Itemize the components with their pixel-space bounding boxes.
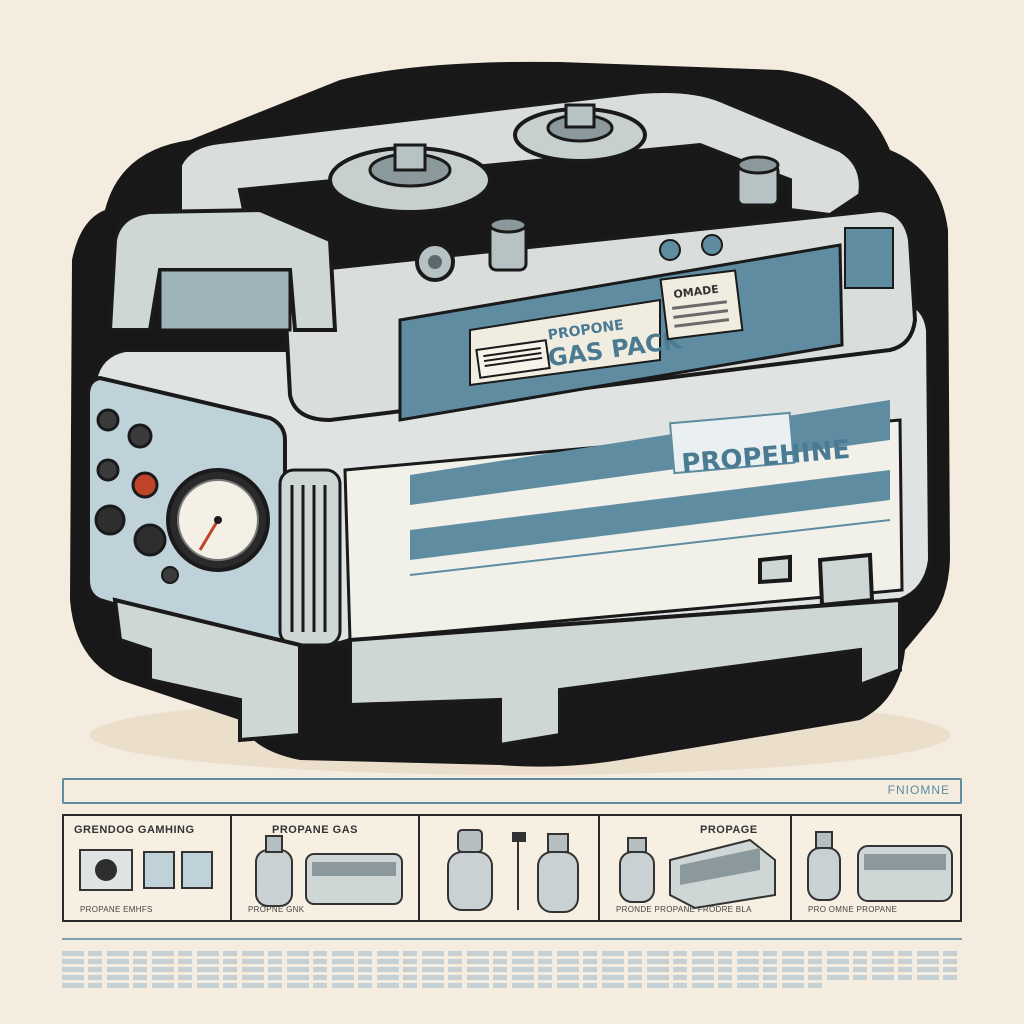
panel-title: PROPANE GAS xyxy=(272,824,358,836)
panel-tank-generator: PROPANE GAS PROPNE GNK xyxy=(232,816,420,920)
generator-icon xyxy=(619,837,776,910)
panel-unit: PRO OMNE PROPANE xyxy=(792,816,960,920)
footer-rule xyxy=(62,938,962,940)
top-fitting-right xyxy=(736,155,780,207)
pressure-gauge-icon xyxy=(166,468,270,572)
panel-connection: PROPAGE PRONDE PROPANE FRODRE BLA xyxy=(600,816,792,920)
panel-controls: GRENDOG GAMHING PROPANE EMHFS xyxy=(64,816,232,920)
panel-title: PROPAGE xyxy=(700,824,758,836)
control-knob-icon xyxy=(94,408,179,584)
base-skid xyxy=(112,552,902,748)
panel-title: GRENDOG GAMHING xyxy=(74,824,195,836)
carry-handle xyxy=(107,89,863,332)
propane-tank-icon xyxy=(447,829,579,913)
generator-icon xyxy=(807,831,953,902)
illegible-footnote-lines xyxy=(62,948,962,998)
top-valve-left xyxy=(328,143,492,214)
header-label: FNIOMNE xyxy=(887,783,950,797)
control-panel-icon xyxy=(79,849,213,891)
diagram-panel-row: GRENDOG GAMHING PROPANE EMHFS PROPANE GA… xyxy=(62,814,962,922)
blue-stripe-bottom xyxy=(410,470,890,560)
propane-tank-icon xyxy=(255,835,403,907)
panel-caption: PROPNE GNK xyxy=(248,905,305,914)
top-valve-right xyxy=(513,103,647,163)
panel-tanks xyxy=(420,816,600,920)
side-vent-grille xyxy=(278,468,342,647)
top-fitting-center xyxy=(488,216,528,272)
panel-caption: PROPANE EMHFS xyxy=(80,905,153,914)
header-strip: FNIOMNE xyxy=(62,778,962,804)
panel-caption: PRO OMNE PROPANE xyxy=(808,905,898,914)
side-info-label: OMADE xyxy=(673,283,720,301)
panel-caption: PRONDE PROPANE FRODRE BLA xyxy=(616,905,752,914)
